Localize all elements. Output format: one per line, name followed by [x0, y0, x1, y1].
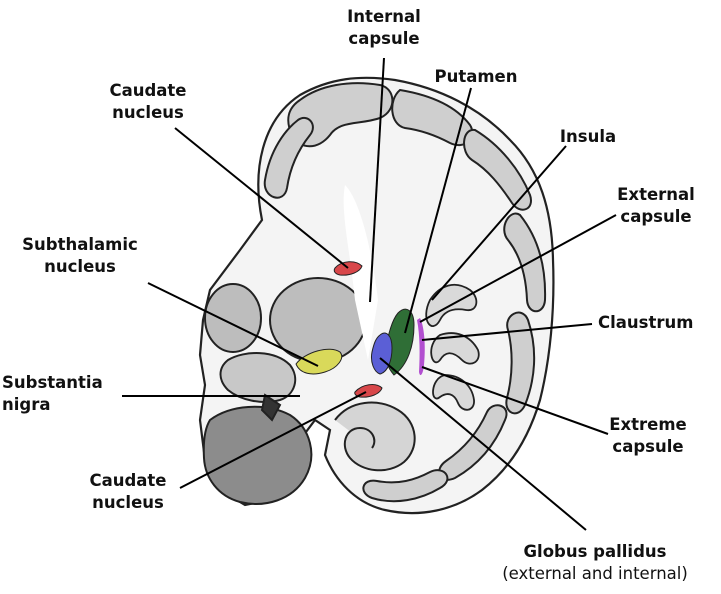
- leader-claustrum: [421, 323, 593, 341]
- label-caudate-nucleus-top: Caudate nucleus: [109, 81, 187, 122]
- subthalamic-nucleus-shape: [295, 348, 343, 375]
- leader-extreme-capsule: [421, 366, 609, 435]
- label-subthalamic-nucleus: Subthalamic nucleus: [22, 235, 138, 276]
- label-external-capsule: External capsule: [617, 185, 695, 226]
- leader-lines: [122, 57, 617, 531]
- cortex-gyri: [263, 82, 547, 503]
- label-substantia-nigra: Substantia nigra: [2, 373, 103, 414]
- pons-cerebellum: [202, 393, 313, 505]
- leader-caudate-top: [174, 127, 349, 269]
- leader-internal-capsule: [369, 57, 385, 303]
- label-claustrum: Claustrum: [598, 313, 694, 332]
- leader-putamen: [404, 87, 472, 334]
- label-insula: Insula: [559, 127, 617, 146]
- hippocampus: [334, 401, 416, 472]
- label-globus-pallidus-note: (external and internal): [502, 564, 688, 583]
- label-internal-capsule: Internal capsule: [347, 7, 421, 48]
- internal-capsule-region: [343, 185, 378, 360]
- leader-external-capsule: [419, 214, 617, 323]
- label-putamen: Putamen: [434, 67, 518, 86]
- leader-globus-pallidus: [379, 357, 587, 531]
- label-caudate-nucleus-bottom: Caudate nucleus: [89, 471, 167, 512]
- leader-subthalamic: [147, 282, 319, 367]
- leader-insula: [431, 145, 567, 301]
- claustrum-shape: [417, 318, 425, 376]
- thalamus: [204, 277, 367, 363]
- label-extreme-capsule: Extreme capsule: [609, 415, 687, 456]
- caudate-nucleus-top-shape: [333, 261, 363, 276]
- label-globus-pallidus: Globus pallidus: [523, 542, 667, 561]
- leader-caudate-bottom: [179, 391, 367, 489]
- midbrain: [219, 352, 297, 403]
